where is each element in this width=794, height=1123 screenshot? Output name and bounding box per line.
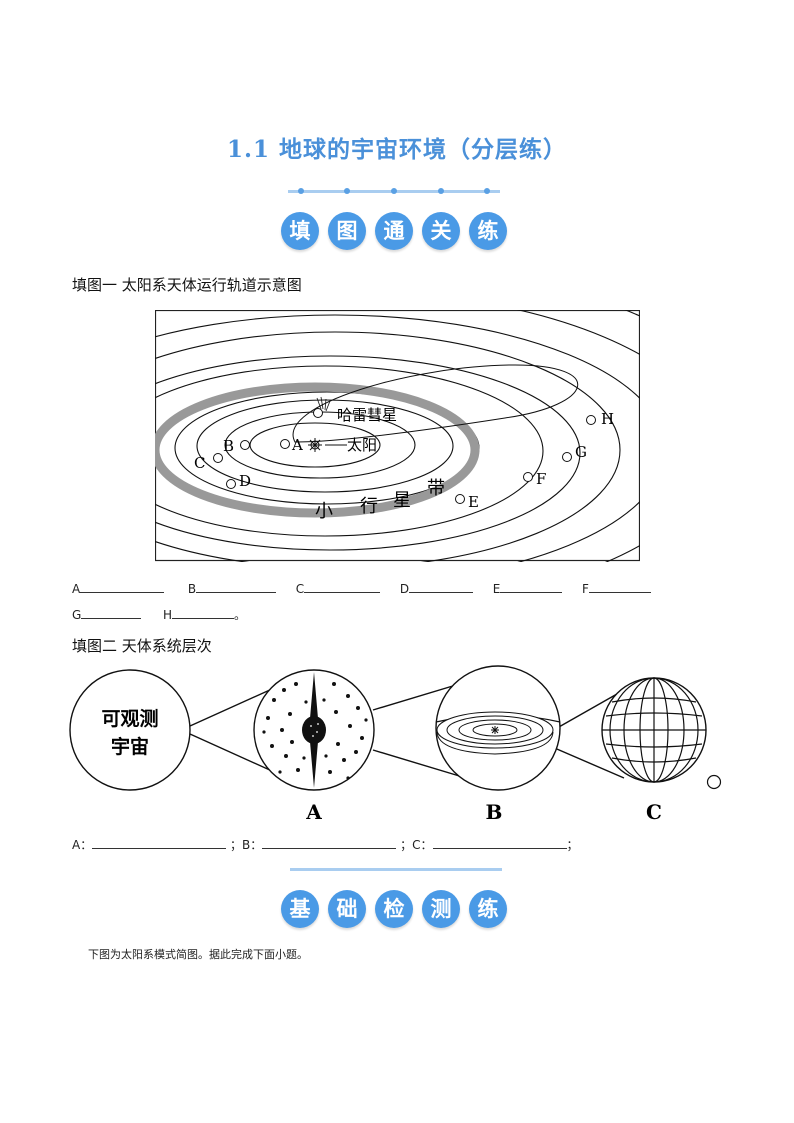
comet-label: 哈雷彗星 xyxy=(337,406,397,424)
answer-blank[interactable] xyxy=(81,606,142,619)
point-label-C: C xyxy=(194,454,205,472)
point-label-E: E xyxy=(468,493,479,511)
banner-char: 通 xyxy=(375,212,413,250)
banner-char: 填 xyxy=(281,212,319,250)
comet-tail xyxy=(316,396,331,412)
banner-char: 练 xyxy=(469,890,507,928)
planet-G xyxy=(562,452,572,462)
answer-blank[interactable] xyxy=(500,580,563,593)
answer-blank[interactable] xyxy=(588,580,651,593)
figure1-answer-row1: A B C D E F xyxy=(72,580,651,596)
question-intro-text: 下图为太阳系模式简图。据此完成下面小题。 xyxy=(88,948,308,961)
section-banner-basic-test: 基 础 检 测 练 xyxy=(281,890,507,928)
orbit-ring xyxy=(196,399,454,493)
system-label-A: A xyxy=(305,800,322,824)
globe-graphic xyxy=(602,677,706,783)
belt-char: 小 xyxy=(315,501,333,522)
answer-blank[interactable] xyxy=(196,580,277,593)
figure2-answer-row: A： ；B： ；C：； xyxy=(72,836,579,852)
answer-blank[interactable] xyxy=(409,580,474,593)
planet-E xyxy=(455,494,465,504)
solar-system-graphic xyxy=(435,711,561,755)
figure1-heading: 填图一 太阳系天体运行轨道示意图 xyxy=(72,276,302,294)
answer-blank[interactable] xyxy=(432,836,567,849)
decorative-dot-line xyxy=(290,868,502,871)
page-title: 1.1 地球的宇宙环境（分层练） xyxy=(226,136,568,163)
comet-body xyxy=(313,408,323,418)
belt-char: 带 xyxy=(427,478,445,499)
belt-char: 行 xyxy=(360,496,378,517)
sun-icon xyxy=(308,438,322,452)
decorative-dot-line xyxy=(288,188,500,194)
point-label-A: A xyxy=(291,436,303,454)
celestial-system-hierarchy-diagram: 可观测 宇宙 A B C xyxy=(69,665,722,824)
planet-C xyxy=(213,453,223,463)
point-label-F: F xyxy=(536,470,546,488)
point-label-G: G xyxy=(575,443,587,461)
moon-graphic xyxy=(706,774,722,790)
banner-char: 基 xyxy=(281,890,319,928)
banner-char: 练 xyxy=(469,212,507,250)
banner-char: 检 xyxy=(375,890,413,928)
point-label-B: B xyxy=(223,437,234,455)
orbit-ring xyxy=(155,365,544,537)
point-label-D: D xyxy=(239,472,251,490)
answer-blank[interactable] xyxy=(92,836,227,849)
banner-char: 测 xyxy=(422,890,460,928)
orbit-ring xyxy=(155,355,581,551)
planet-H xyxy=(586,415,596,425)
planet-F xyxy=(523,472,533,482)
solar-system-orbit-diagram: 太阳 哈雷彗星 A B C D E F G H 小 行 星 带 xyxy=(155,310,640,562)
point-label-H: H xyxy=(601,410,614,428)
system-label-C: C xyxy=(646,800,662,824)
comet-orbit xyxy=(292,364,579,443)
banner-char: 图 xyxy=(328,212,366,250)
universe-label-line1: 可观测 xyxy=(101,708,158,730)
banner-char: 础 xyxy=(328,890,366,928)
system-label-B: B xyxy=(486,800,503,824)
universe-label-line2: 宇宙 xyxy=(111,735,149,758)
answer-blank[interactable] xyxy=(80,580,165,593)
section-banner-fill-map: 填 图 通 关 练 xyxy=(281,212,507,250)
orbit-ring xyxy=(155,314,640,562)
answer-blank[interactable] xyxy=(172,606,234,619)
figure1-answer-row2: G H。 xyxy=(72,606,247,622)
banner-char: 关 xyxy=(422,212,460,250)
planet-A xyxy=(280,439,290,449)
orbit-ring xyxy=(155,331,621,562)
planet-D xyxy=(226,479,236,489)
belt-char: 星 xyxy=(393,490,411,511)
answer-blank[interactable] xyxy=(304,580,381,593)
figure2-heading: 填图二 天体系统层次 xyxy=(72,637,212,655)
asteroid-belt xyxy=(155,382,480,518)
galaxy-graphic xyxy=(262,672,368,788)
answer-blank[interactable] xyxy=(262,836,397,849)
sun-label: 太阳 xyxy=(347,436,377,454)
planet-B xyxy=(240,440,250,450)
